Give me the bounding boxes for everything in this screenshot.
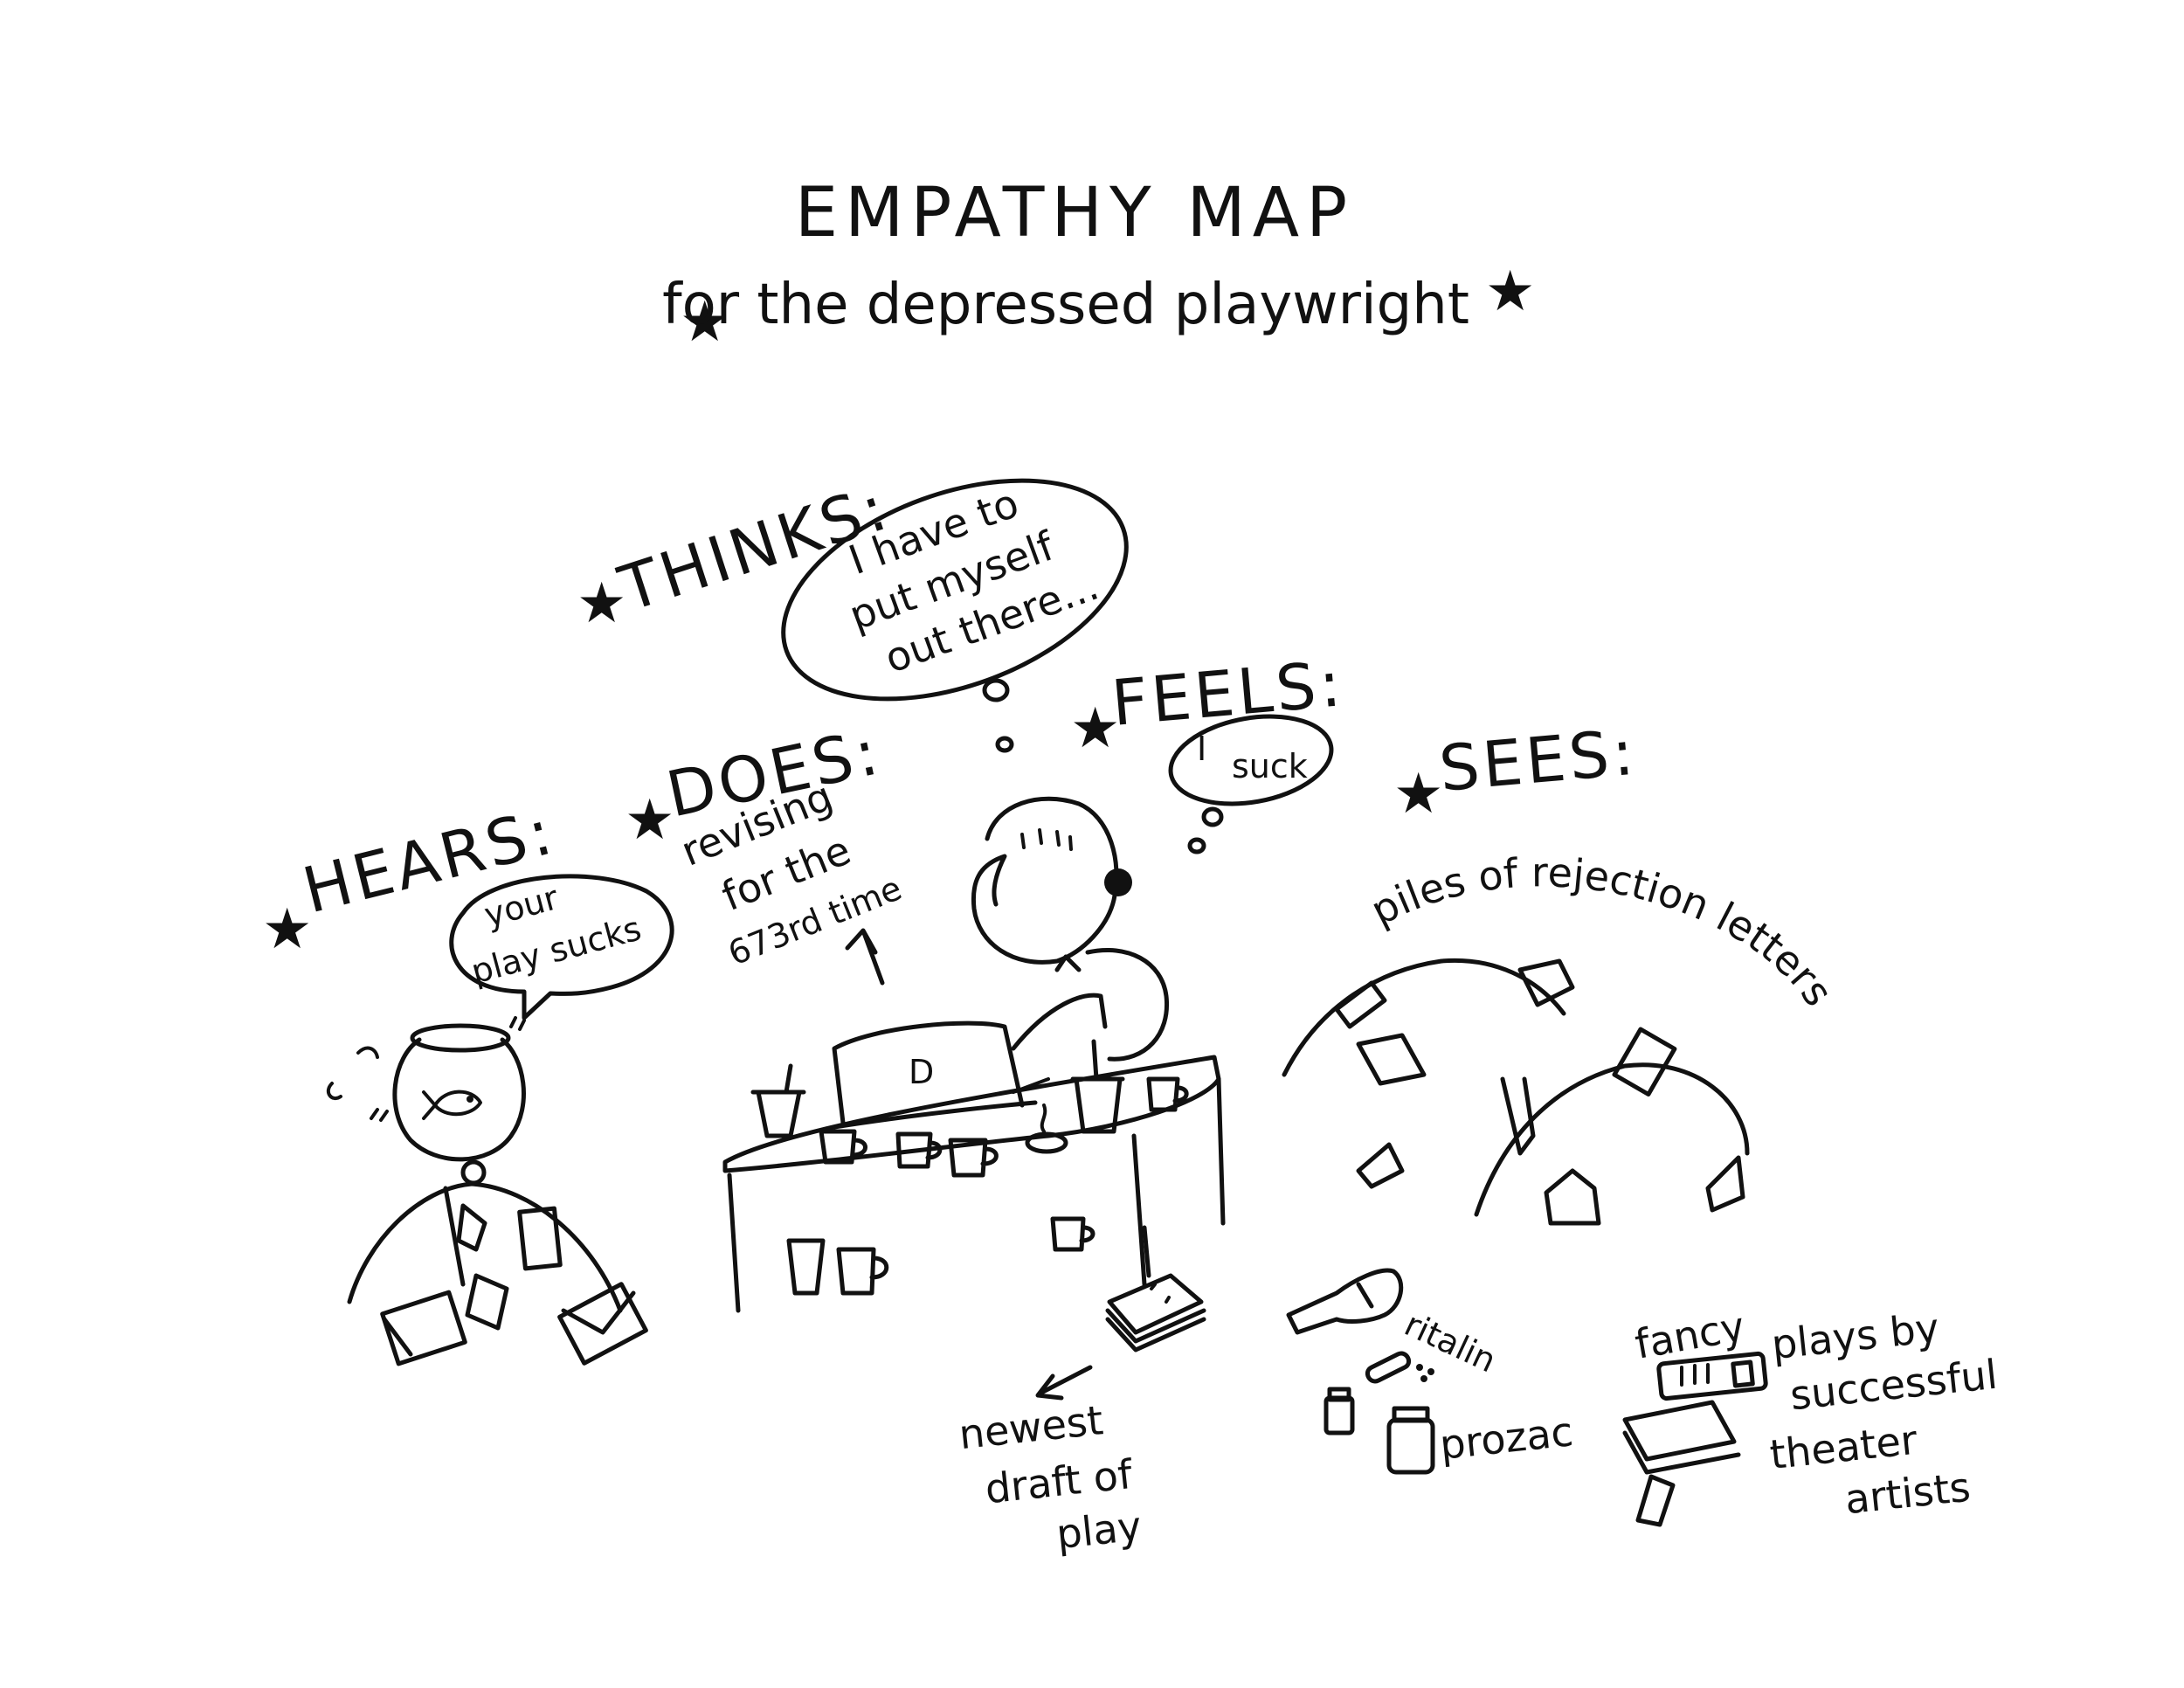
star-icon: ★ [262, 897, 312, 962]
feels-text-line1: I [1197, 730, 1206, 768]
star-icon: ★ [680, 290, 729, 355]
sees-header: SEES: [1436, 716, 1640, 806]
play-draft-stack [1105, 1225, 1206, 1352]
hears-text-line1: your [480, 878, 563, 935]
page-title: EMPATHY MAP [795, 174, 1354, 253]
hears-speech-bubble: your play sucks [449, 874, 674, 1020]
fancy-plays-stack [1622, 1351, 1768, 1527]
rejection-letter-piles [1282, 958, 1750, 1226]
mug-icon [819, 1129, 867, 1165]
draft-label-line3: play [1054, 1502, 1144, 1558]
mug-icon [1050, 1216, 1095, 1252]
mug-icon [836, 1247, 889, 1296]
thinks-section: ★ THINKS: I have to put myself out there… [577, 470, 1129, 753]
star-icon: ★ [1485, 259, 1535, 324]
pill-jar-icon [1386, 1406, 1435, 1475]
feels-text-line2: suck [1232, 747, 1308, 785]
star-icon: ★ [1070, 696, 1120, 761]
mug-icon [948, 1138, 999, 1178]
plays-label-line4: artists [1842, 1463, 1973, 1524]
hears-section: ★ HEARS: your play sucks [262, 794, 674, 1020]
star-icon: ★ [577, 571, 626, 636]
sees-caption: piles of rejection letters [1364, 848, 1842, 1014]
playwright-figure [971, 796, 1170, 1094]
does-section: ★ DOES: revising for the 673rd time [625, 715, 907, 986]
prozac-label: prozac [1438, 1408, 1576, 1469]
star-icon: ★ [1393, 762, 1443, 827]
mug-icon [895, 1131, 943, 1169]
draft-label-line2: draft of [983, 1450, 1136, 1513]
feels-section: ★ FEELS: I suck [1070, 647, 1347, 854]
cup-icon [786, 1238, 826, 1296]
fishbowl-head-figure [326, 1016, 648, 1366]
ritalin-label: ritalin [1399, 1304, 1502, 1380]
star-icon: ★ [625, 788, 674, 853]
bottle-icon [1286, 1268, 1404, 1335]
feels-thought-bubble: I suck [1168, 714, 1334, 854]
laptop-icon: D [832, 1020, 1038, 1130]
pill-icon [1365, 1351, 1434, 1384]
arrow-down-left-icon [1035, 1365, 1093, 1401]
headphone-icon [1104, 868, 1132, 896]
ashtray-icon [1025, 1103, 1068, 1154]
pill-bottle-icon [1324, 1387, 1355, 1435]
sees-section: ★ SEES: piles of rejection letters [1364, 716, 1842, 1015]
plays-label-line3: theater [1767, 1416, 1919, 1478]
coffee-cup-icon [750, 1063, 806, 1138]
mug-icon [1146, 1076, 1189, 1112]
page-subtitle: for the depressed playwright [662, 273, 1469, 337]
draft-label-line1: newest [957, 1396, 1105, 1458]
cup-icon [1070, 1039, 1125, 1134]
laptop-logo: D [909, 1053, 934, 1091]
arrow-up-icon [845, 928, 885, 986]
desk-scene: D [722, 1020, 1226, 1313]
